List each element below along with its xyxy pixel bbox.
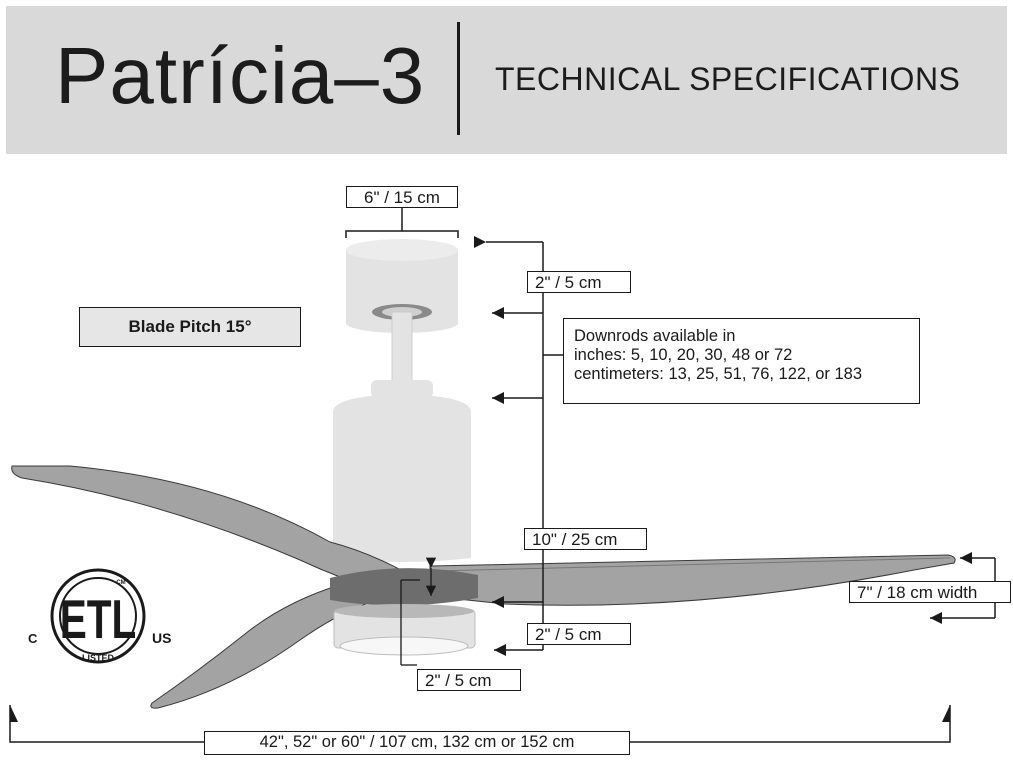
title-divider (457, 22, 460, 135)
motor-height-label: 10" / 25 cm (524, 528, 647, 550)
downrods-line-2: inches: 5, 10, 20, 30, 48 or 72 (574, 346, 793, 364)
etl-us-label: US (152, 630, 172, 646)
etl-listed-text: LISTED (82, 653, 115, 663)
light-height-label: 2" / 5 cm (527, 623, 631, 645)
canopy-width-label: 6" / 15 cm (346, 186, 458, 208)
header-banner (6, 6, 1007, 154)
blade-width-label: 7" / 18 cm width (849, 581, 1011, 603)
etl-listed-mark: ETL LISTED CM (50, 568, 146, 664)
page-subtitle: TECHNICAL SPECIFICATIONS (495, 61, 961, 97)
light-kit-label: 2" / 5 cm (417, 669, 521, 691)
downrods-line-1: Downrods available in (574, 327, 736, 345)
canopy-width-bracket (345, 230, 459, 238)
product-title: Patrícia–3 (55, 31, 426, 120)
light-kit-top (334, 604, 474, 618)
motor-hub (330, 568, 478, 606)
canopy-height-label: 2" / 5 cm (527, 271, 631, 293)
downrod-coupler (371, 380, 433, 398)
downrod (391, 311, 413, 387)
downrods-line-3: centimeters: 13, 25, 51, 76, 122, or 183 (574, 365, 863, 383)
downrods-info-box: Downrods available in inches: 5, 10, 20,… (563, 318, 920, 404)
blade-right-edge (435, 557, 951, 572)
etl-c-label: C (28, 631, 38, 646)
diameter-label: 42", 52" or 60" / 107 cm, 132 cm or 152 … (204, 731, 630, 755)
etl-mark-text: ETL (60, 589, 137, 650)
light-lens (339, 636, 469, 656)
etl-cm-text: CM (116, 580, 125, 586)
etl-inner-ring (59, 577, 137, 655)
blade-pitch-label: Blade Pitch 15° (79, 307, 301, 347)
motor-housing (333, 394, 471, 562)
canopy-top (346, 239, 458, 261)
